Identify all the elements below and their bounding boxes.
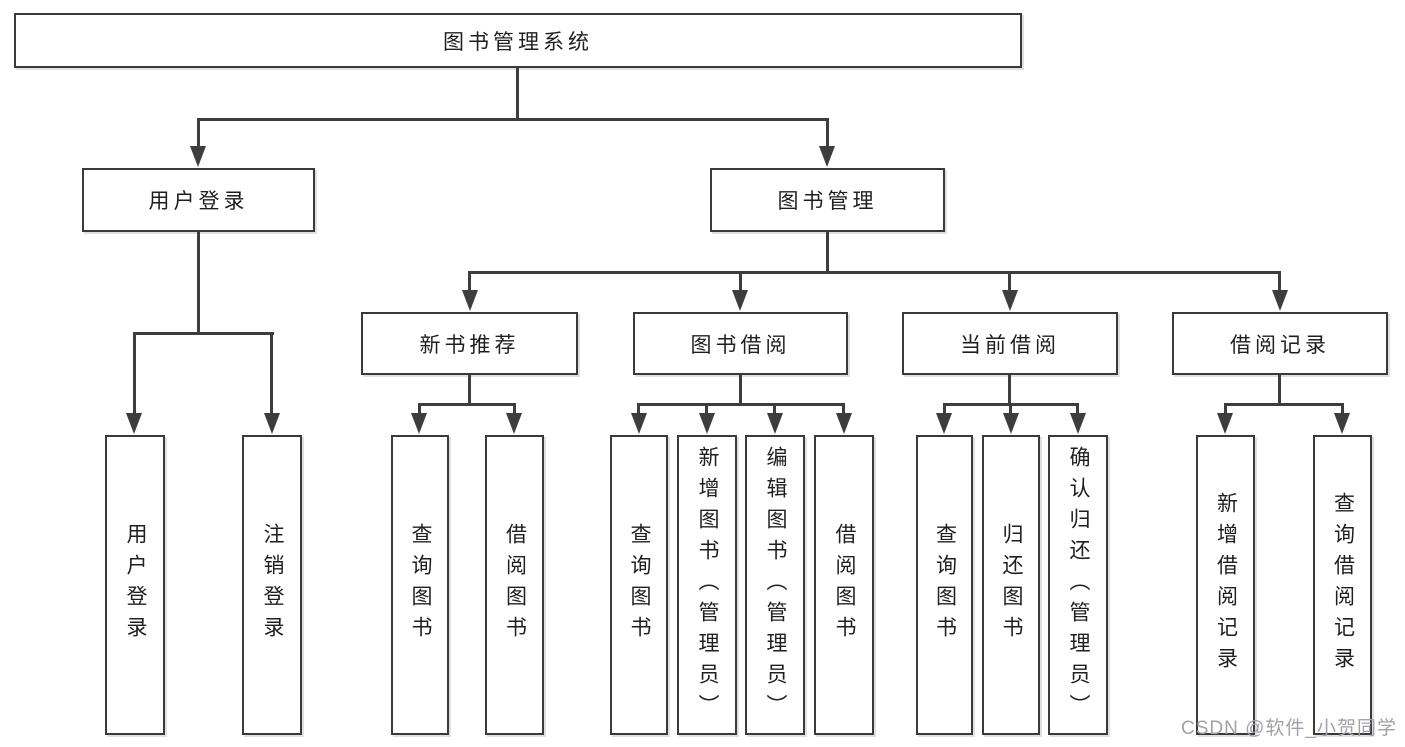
arrow-down-icon: [767, 413, 783, 434]
arrow-down-icon: [836, 413, 852, 434]
arrow-down-icon: [1003, 413, 1019, 434]
node-leaf-recommend-borrow-book: 借阅图书: [485, 435, 544, 735]
arrow-down-icon: [936, 413, 952, 434]
arrow-down-icon: [411, 413, 427, 434]
arrow-down-icon: [1217, 413, 1233, 434]
node-leaf-recommend-query-book: 查询图书: [391, 435, 449, 735]
connector-leaf-stem: [1341, 403, 1344, 417]
arrow-down-icon: [462, 290, 478, 311]
csdn-watermark: CSDN @软件_小贺同学: [1181, 718, 1397, 739]
connector-leaf-stem: [637, 403, 640, 417]
connector-level3-stem: [468, 271, 471, 293]
node-leaf-borrow-book-label: 借阅图书: [833, 523, 856, 647]
connector-leaf-stem: [1076, 403, 1079, 417]
arrow-down-icon: [699, 413, 715, 434]
connector-leaf-stem: [270, 332, 273, 417]
connector-level3-stem: [739, 271, 742, 293]
arrow-down-icon: [1272, 290, 1288, 311]
connector-records-branch: [1224, 403, 1344, 406]
node-leaf-logout-label: 注销登录: [261, 523, 284, 647]
node-leaf-return-book: 归还图书: [982, 435, 1040, 735]
node-current-borrow-label: 当前借阅: [960, 333, 1060, 357]
node-user-login: 用户登录: [82, 168, 315, 232]
connector-borrow-down: [739, 375, 742, 406]
node-new-book-recommend-label: 新书推荐: [419, 333, 520, 357]
node-leaf-borrow-book: 借阅图书: [814, 435, 874, 735]
node-library-system-label: 图书管理系统: [443, 30, 593, 54]
connector-book-mgmt-branch: [470, 271, 1280, 274]
node-leaf-recommend-query-book-label: 查询图书: [409, 523, 432, 647]
connector-leaf-stem: [943, 403, 946, 417]
connector-records-down: [1278, 375, 1281, 406]
node-leaf-add-book-admin-label: 新增图书（管理员）: [696, 445, 719, 725]
node-leaf-logout: 注销登录: [242, 435, 302, 735]
arrow-down-icon: [631, 413, 647, 434]
connector-recommend-branch: [418, 403, 516, 406]
connector-book-mgmt-down: [826, 232, 829, 274]
connector-borrow-branch: [637, 403, 845, 406]
connector-leaf-stem: [705, 403, 708, 417]
node-leaf-current-query-book: 查询图书: [916, 435, 973, 735]
node-new-book-recommend: 新书推荐: [361, 312, 578, 375]
connector-level3-stem: [1278, 271, 1281, 293]
arrow-down-icon: [126, 413, 142, 434]
node-leaf-query-borrow-record-label: 查询借阅记录: [1331, 492, 1355, 678]
arrow-down-icon: [1002, 290, 1018, 311]
connector-recommend-down: [468, 375, 471, 406]
node-leaf-edit-book-admin-label: 编辑图书（管理员）: [764, 445, 787, 725]
connector-leaf-stem: [1009, 403, 1012, 417]
connector-user-login-down: [197, 232, 200, 335]
node-library-system: 图书管理系统: [14, 13, 1022, 68]
arrow-down-icon: [1070, 413, 1086, 434]
node-leaf-add-borrow-record-label: 新增借阅记录: [1214, 492, 1238, 678]
node-leaf-user-login-label: 用户登录: [124, 523, 147, 647]
connector-current-down: [1008, 375, 1011, 406]
node-leaf-query-borrow-record: 查询借阅记录: [1313, 435, 1372, 735]
arrow-down-icon: [819, 146, 835, 167]
node-leaf-borrow-query-book: 查询图书: [610, 435, 668, 735]
node-leaf-return-book-label: 归还图书: [1000, 523, 1023, 647]
node-leaf-current-query-book-label: 查询图书: [933, 523, 957, 647]
node-leaf-confirm-return-admin: 确认归还（管理员）: [1048, 435, 1108, 735]
arrow-down-icon: [264, 413, 280, 434]
arrow-down-icon: [1334, 413, 1350, 434]
node-book-management: 图书管理: [710, 168, 945, 232]
connector-leaf-stem: [133, 332, 136, 417]
arrow-down-icon: [732, 290, 748, 311]
node-leaf-user-login: 用户登录: [105, 435, 165, 735]
node-borrow-records-label: 借阅记录: [1230, 333, 1330, 357]
arrow-down-icon: [506, 413, 522, 434]
connector-leaf-stem: [418, 403, 421, 417]
node-user-login-label: 用户登录: [148, 190, 249, 213]
connector-leaf-stem: [773, 403, 776, 417]
node-leaf-confirm-return-admin-label: 确认归还（管理员）: [1067, 445, 1090, 725]
node-current-borrow: 当前借阅: [902, 312, 1118, 375]
connector-user-login-stem: [197, 118, 200, 149]
arrow-down-icon: [190, 146, 206, 167]
connector-book-mgmt-stem: [826, 118, 829, 149]
node-borrow-records: 借阅记录: [1172, 312, 1388, 375]
connector-root-stem: [516, 67, 519, 120]
node-leaf-edit-book-admin: 编辑图书（管理员）: [745, 435, 805, 735]
connector-user-login-branch: [133, 332, 274, 335]
node-book-borrow: 图书借阅: [633, 312, 848, 375]
connector-leaf-stem: [513, 403, 516, 417]
connector-leaf-stem: [842, 403, 845, 417]
node-book-borrow-label: 图书借阅: [690, 333, 791, 357]
connector-leaf-stem: [1224, 403, 1227, 417]
node-leaf-recommend-borrow-book-label: 借阅图书: [503, 523, 527, 647]
node-leaf-add-borrow-record: 新增借阅记录: [1196, 435, 1255, 735]
connector-level3-stem: [1008, 271, 1011, 293]
connector-root-branch: [197, 118, 829, 121]
node-book-management-label: 图书管理: [777, 190, 878, 213]
node-leaf-add-book-admin: 新增图书（管理员）: [677, 435, 737, 735]
node-leaf-borrow-query-book-label: 查询图书: [628, 523, 651, 647]
